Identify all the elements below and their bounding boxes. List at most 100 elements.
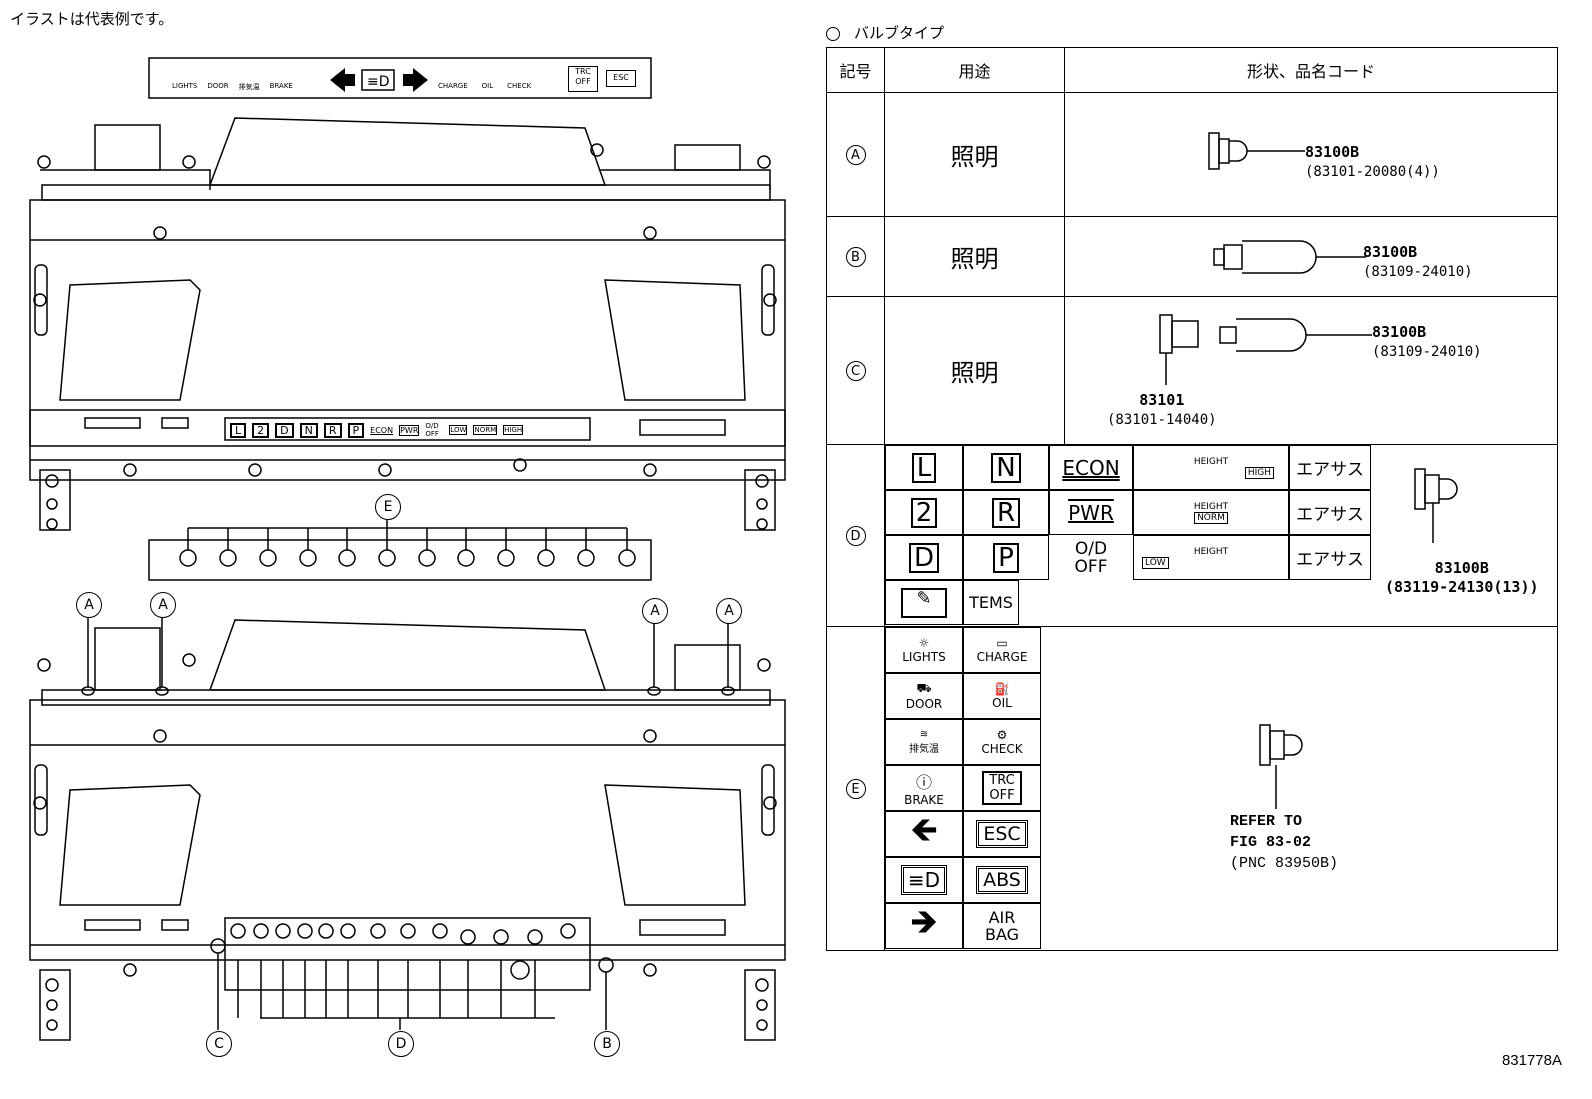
part-a: (83101-20080(4)): [1305, 164, 1440, 180]
door-icon: ⛟: [916, 681, 932, 695]
mark-c: C: [845, 361, 866, 382]
table-row-c: C 照明 83100B (83109-24010) 83101 (83101-140…: [826, 296, 1558, 445]
shift-od-off: O/D OFF: [425, 422, 439, 438]
sym-p: P: [993, 542, 1019, 573]
pnc-b: 83100B: [1363, 243, 1418, 261]
code-c-1: 83100B (83109-24010): [1372, 323, 1482, 362]
callout-b: B: [594, 1031, 620, 1057]
sym-check: CHECK: [981, 742, 1023, 756]
shift-low: LOW: [449, 425, 468, 435]
code-a: 83100B (83101-20080(4)): [1305, 143, 1440, 182]
bulb-a-icon: [1208, 132, 1305, 170]
refer-line-2: FIG 83-02: [1230, 834, 1312, 851]
sym-trc-off: TRC OFF: [982, 771, 1022, 805]
callout-a-4: A: [716, 598, 742, 624]
shift-n: N: [299, 422, 318, 438]
code-d: 83100B(83119-24130(13)): [1385, 559, 1539, 597]
table-header-row: 記号 用途 形状、品名コード: [826, 47, 1558, 93]
representative-note: イラストは代表例です。: [10, 10, 174, 28]
pnc-a: 83100B: [1305, 143, 1360, 161]
shift-l: L: [230, 422, 247, 438]
right-arrow-icon: 🡺: [885, 902, 963, 949]
sym-abs: ABS: [976, 866, 1028, 894]
oil-can-icon: ⛽: [994, 682, 1010, 696]
pnc-d: 83100B: [1434, 559, 1489, 577]
bulb-c-icon: [1159, 314, 1372, 385]
headlight-icon: [361, 69, 395, 91]
sym-brake: BRAKE: [904, 793, 944, 807]
part-d: (83119-24130(13)): [1385, 578, 1539, 596]
socket-strip-holes: [179, 528, 636, 567]
use-c: 照明: [884, 296, 1065, 445]
refer-line-1: REFER TO: [1230, 813, 1303, 830]
e-symbol-grid: ☼LIGHTS ▭CHARGE ⛟DOOR ⛽OIL ≋排気温 ⚙CHECK ⓘ…: [885, 627, 1041, 949]
height-norm: NORM: [1194, 511, 1228, 524]
sym-econ: ECON: [1049, 445, 1133, 490]
header-shape: 形状、品名コード: [1064, 47, 1558, 93]
bulb-type-table: 記号 用途 形状、品名コード A 照明 83100B(83101-20080(4…: [826, 47, 1558, 951]
callout-a-2: A: [150, 592, 176, 618]
sym-door: DOOR: [905, 697, 943, 711]
svg-text:≡D: ≡D: [367, 74, 390, 90]
callout-c: C: [206, 1031, 232, 1057]
sym-esc: ESC: [976, 820, 1028, 848]
sym-oil: OIL: [992, 696, 1012, 710]
callout-a-1: A: [76, 592, 102, 618]
airsus-1: エアサス: [1289, 445, 1371, 490]
warning-strip-top: [148, 57, 652, 99]
sym-air-bag: AIR BAG: [963, 903, 1041, 949]
shift-norm: NORM: [473, 425, 498, 435]
lights-icon: ☼: [918, 636, 930, 650]
pencil-icon: ✎: [901, 587, 947, 618]
socket-strip-e: [148, 539, 652, 581]
top-strip-labels-right: CHARGE OIL CHECK: [438, 82, 531, 90]
header-use: 用途: [884, 47, 1065, 93]
callout-d: D: [388, 1031, 414, 1057]
shift-pwr: PWR: [399, 424, 420, 436]
sym-l: L: [911, 452, 937, 483]
header-mark: 記号: [826, 47, 885, 93]
sym-2: 2: [910, 497, 938, 528]
strip-label-oil: OIL: [481, 82, 494, 90]
pnc-c-2: 83101: [1139, 391, 1185, 409]
table-row-b: B 照明 83100B(83109-24010): [826, 216, 1558, 297]
height-label-1: HEIGHT: [1193, 456, 1229, 467]
code-c-2: 83101 (83101-14040): [1107, 391, 1217, 430]
strip-label-charge: CHARGE: [438, 82, 468, 90]
battery-icon: ▭: [996, 636, 1008, 650]
bulb-e-icon: [1259, 724, 1303, 809]
sym-exhaust: 排気温: [909, 744, 939, 755]
strip-label-check: CHECK: [507, 82, 532, 90]
headlight-beam-icon: ≡D: [900, 865, 948, 895]
use-b: 照明: [884, 216, 1065, 297]
height-low: LOW: [1142, 556, 1169, 569]
shift-p: P: [347, 422, 365, 438]
height-label-2: HEIGHT: [1193, 501, 1229, 512]
strip-label-door: DOOR: [207, 82, 229, 90]
airsus-3: エアサス: [1289, 535, 1371, 580]
mark-d: D: [845, 526, 866, 547]
part-c-2: (83101-14040): [1107, 412, 1217, 428]
shift-d: D: [275, 422, 294, 438]
legend: バルブタイプ: [826, 22, 944, 43]
shift-strip: L 2 D N R P ECON PWR O/D OFF LOW NORM HI…: [230, 422, 524, 438]
sym-charge: CHARGE: [976, 650, 1028, 664]
cluster-upper: [29, 117, 786, 531]
bulb-b-icon: [1213, 240, 1366, 274]
brake-icon: ⓘ: [915, 773, 932, 792]
callout-a-3: A: [642, 598, 668, 624]
use-a: 照明: [884, 92, 1065, 217]
figure-id: 831778A: [1501, 1052, 1562, 1069]
d-tems-row: ✎ TEMS: [885, 580, 1019, 625]
cluster-lower: [29, 613, 786, 1041]
shift-2: 2: [252, 422, 270, 438]
strip-label-lights: LIGHTS: [172, 82, 198, 90]
refer-note: REFER TO FIG 83-02 (PNC 83950B): [1230, 811, 1338, 874]
pnc-c-1: 83100B: [1372, 323, 1427, 341]
shift-high: HIGH: [503, 425, 524, 435]
sym-pwr: PWR: [1049, 490, 1133, 535]
shift-r: R: [323, 422, 342, 438]
sym-d: D: [908, 542, 940, 573]
part-c-1: (83109-24010): [1372, 344, 1482, 360]
